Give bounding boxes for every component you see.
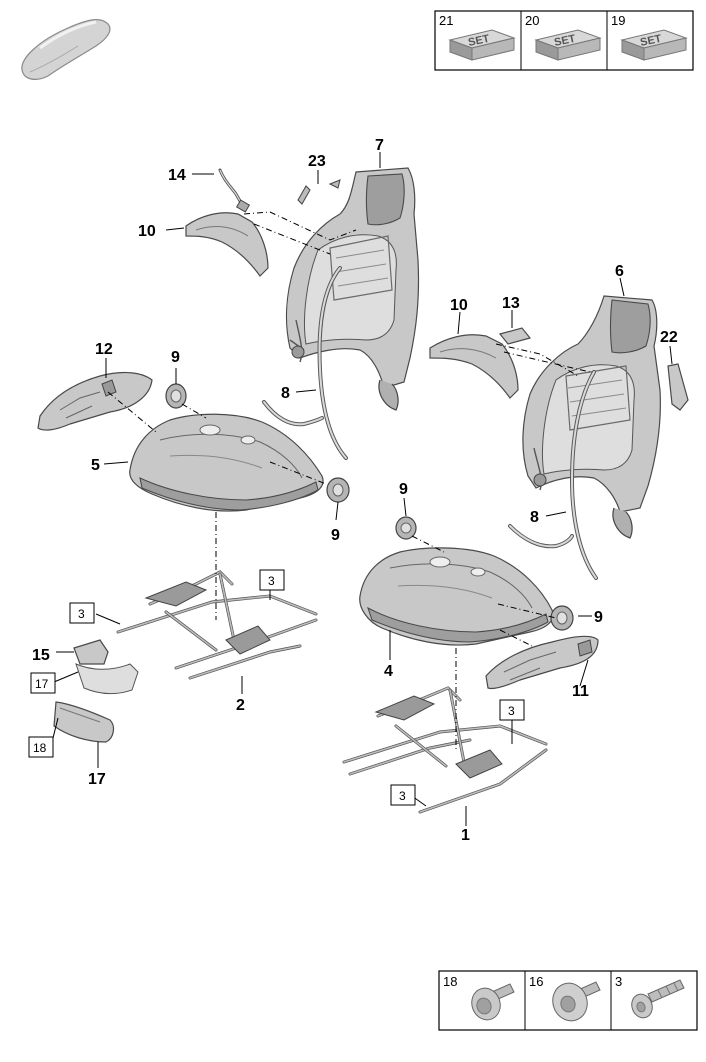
label-15: 15: [32, 647, 50, 664]
cable-8-left: [262, 266, 348, 460]
screw-cell-18: 18: [443, 974, 515, 1021]
svg-text:3: 3: [508, 704, 515, 718]
part-12-side-cover: [37, 371, 153, 431]
label-17: 17: [88, 771, 106, 788]
part-10-right: [429, 334, 519, 399]
assembly-lines: [107, 211, 591, 750]
label-22: 22: [660, 329, 678, 346]
screw-table: 18 16 3: [438, 970, 698, 1031]
seat-backrest-right: [522, 295, 661, 539]
label-8-right: 8: [530, 509, 539, 526]
screw-icon: [631, 979, 685, 1019]
set-label: SET: [639, 33, 663, 49]
label-12: 12: [95, 341, 113, 358]
part-13-bracket: [498, 327, 532, 345]
part-labels: 14 10 23 7 12 9 8 5 9 6 10 13 22 8 9 9 4…: [32, 137, 678, 844]
part-11-side-cover: [485, 635, 599, 690]
set-block-icon: [534, 29, 602, 61]
part-17-cover-lower: [53, 701, 115, 743]
part-15-clip: [73, 639, 109, 665]
label-23: 23: [308, 153, 326, 170]
set-table: 21 SET 20 SET 19 SET: [434, 10, 694, 71]
screw-icon: [471, 983, 515, 1021]
cable-8-right: [508, 370, 598, 580]
screw-icon: [552, 981, 601, 1022]
set-label: SET: [467, 33, 491, 49]
box-label-3-c: 3: [499, 699, 525, 721]
box-label-3-d: 3: [390, 784, 416, 806]
box-label-3-a: 3: [69, 602, 95, 624]
set-cell-20: 20 SET: [525, 13, 602, 61]
box-label-18: 18: [28, 736, 54, 758]
car-thumbnail-icon: [21, 19, 111, 80]
box-label-17: 17: [30, 672, 56, 694]
set-block-icon: [620, 29, 688, 61]
label-6: 6: [615, 263, 624, 280]
seat-frame-2: [116, 570, 318, 680]
label-4: 4: [384, 663, 393, 680]
set-cell-number: 21: [439, 13, 453, 28]
label-5: 5: [91, 457, 100, 474]
boxed-labels: 3 3 17 18 3 3: [28, 569, 525, 806]
label-2: 2: [236, 697, 245, 714]
set-cell-number: 20: [525, 13, 539, 28]
part-23-clips: [297, 179, 341, 205]
svg-text:3: 3: [268, 574, 275, 588]
screw-cell-16: 16: [529, 974, 601, 1022]
leader-lines: [51, 152, 673, 826]
set-block-icon: [448, 29, 516, 61]
svg-text:17: 17: [35, 677, 49, 691]
label-8-left: 8: [281, 385, 290, 402]
label-9-d: 9: [594, 609, 603, 626]
svg-text:18: 18: [33, 741, 47, 755]
seat-cushion-5: [129, 413, 324, 512]
label-10-right: 10: [450, 297, 468, 314]
svg-text:16: 16: [529, 974, 543, 989]
seat-cushion-4: [359, 547, 554, 646]
part-17-cover-upper: [75, 663, 139, 695]
set-cell-21: 21 SET: [439, 13, 516, 61]
part-10-left: [185, 212, 269, 277]
part-22-trim: [667, 363, 689, 411]
label-7: 7: [375, 137, 384, 154]
label-9-b: 9: [331, 527, 340, 544]
label-1: 1: [461, 827, 470, 844]
box-label-3-b: 3: [259, 569, 285, 591]
svg-text:3: 3: [78, 607, 85, 621]
label-11: 11: [572, 683, 589, 700]
label-9-a: 9: [171, 349, 180, 366]
part-9-grommet-d: [550, 605, 574, 631]
svg-text:18: 18: [443, 974, 457, 989]
screw-cell-3: 3: [615, 974, 685, 1019]
seat-frame-1: [342, 686, 548, 814]
set-cell-number: 19: [611, 13, 625, 28]
part-9-grommet-c: [395, 516, 417, 540]
svg-text:3: 3: [615, 974, 622, 989]
part-14-wire: [218, 168, 251, 213]
part-9-grommet-b: [326, 477, 350, 503]
set-label: SET: [553, 33, 577, 49]
label-9-c: 9: [399, 481, 408, 498]
set-cell-19: 19 SET: [611, 13, 688, 61]
svg-text:3: 3: [399, 789, 406, 803]
label-10-left: 10: [138, 223, 156, 240]
label-14: 14: [168, 167, 186, 184]
label-13: 13: [502, 295, 520, 312]
seat-backrest-left: [285, 167, 420, 411]
